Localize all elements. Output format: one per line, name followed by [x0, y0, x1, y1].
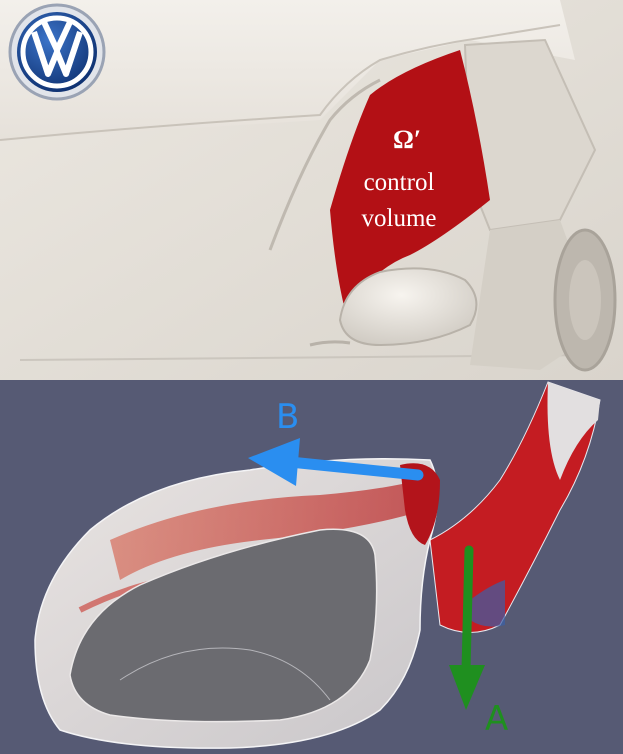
arrow-a-label: A	[485, 702, 508, 736]
arrow-b-label: B	[276, 400, 299, 434]
omega-label: Ω′	[393, 127, 421, 153]
volkswagen-logo-icon	[10, 5, 104, 99]
mirror-simulation	[0, 380, 623, 754]
control-volume-label-line2: volume	[351, 206, 447, 231]
car-render	[0, 0, 623, 380]
mirror-simulation-panel: B A	[0, 380, 623, 754]
control-volume-label-line1: control	[351, 170, 447, 195]
car-render-panel: Ω′ control volume	[0, 0, 623, 380]
